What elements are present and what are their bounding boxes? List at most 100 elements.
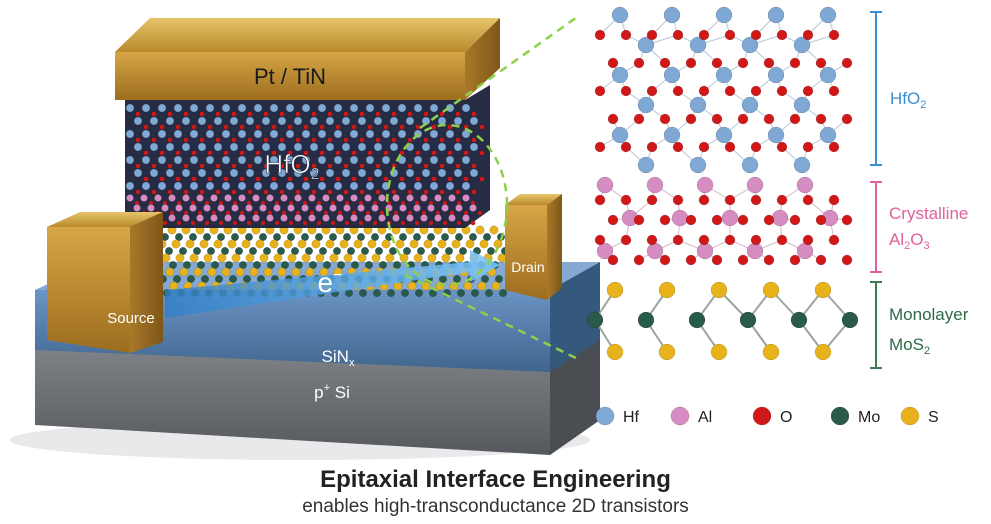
o-atom [391,189,397,195]
o-atom [295,111,301,117]
o-atom [423,111,429,117]
mo-atom [374,246,384,256]
o-atom [391,111,397,117]
hf-atom [285,155,295,165]
zoom-indicator [385,13,581,362]
hf-atom [237,181,247,191]
gate-label: Pt / TiN [254,64,326,89]
source-label: Source [107,310,155,327]
hf-atom [611,6,629,24]
o-atom [455,137,461,143]
s-atom [814,343,832,361]
o-atom [470,220,476,226]
o-atom [311,189,317,195]
o-atom [828,29,840,41]
mo-atom [234,246,244,256]
o-atom [685,57,697,69]
o-atom [207,124,213,130]
o-atom [135,137,141,143]
s-atom [491,281,501,291]
al-atom [231,204,239,212]
o-atom [400,220,406,226]
o-atom [471,163,477,169]
mo-atom [168,260,178,270]
o-atom [199,189,205,195]
al-atom [238,214,246,222]
o-atom [287,124,293,130]
o-atom [463,150,469,156]
o-atom [698,141,710,153]
o-atom [231,189,237,195]
mo-atom [230,232,240,242]
o-atom [327,137,333,143]
al-atom [350,194,358,202]
al-atom [259,204,267,212]
o-atom [375,137,381,143]
o-atom [828,85,840,97]
s-atom [259,253,269,263]
legend-label-o: O [780,409,792,426]
hf-atom [197,142,207,152]
hf-atom [221,181,231,191]
hf-atom [229,116,239,126]
hf-atom [277,142,287,152]
s-atom [235,267,245,277]
hf-atom [261,116,271,126]
hf-atom [341,168,351,178]
si-label: p+ Si [314,382,350,402]
o-atom [343,137,349,143]
o-atom [724,234,736,246]
hf-atom [245,116,255,126]
al-atom [455,204,463,212]
hf-atom [205,129,215,139]
o-atom [263,163,269,169]
o-atom [802,194,814,206]
mo-atom [400,288,410,298]
al-atom [224,194,232,202]
mo-atom [266,260,276,270]
o-atom [455,163,461,169]
o-atom [191,124,197,130]
mo-atom [342,232,352,242]
o-atom [620,194,632,206]
hf-atom [421,142,431,152]
mo-atom [356,232,366,242]
hf-atom [133,142,143,152]
s-atom [287,253,297,263]
s-atom [305,267,315,277]
hf-atom [149,142,159,152]
o-atom [247,163,253,169]
hf-atom [253,103,263,113]
al-atom [133,204,141,212]
o-atom [319,176,325,182]
o-atom [414,220,420,226]
hf-atom [221,103,231,113]
al-atom [203,204,211,212]
o-atom [183,189,189,195]
o-atom [151,111,157,117]
hf-atom [349,181,359,191]
al-atom [364,214,372,222]
o-atom [383,124,389,130]
hf-atom [373,142,383,152]
o-atom [841,57,853,69]
mo-atom [637,311,655,329]
o-atom [633,254,645,266]
o-atom [789,113,801,125]
o-atom [255,150,261,156]
o-atom [183,163,189,169]
al-atom [322,194,330,202]
s-atom [395,239,405,249]
hf-atom [213,142,223,152]
hf-atom [405,168,415,178]
s-atom [227,239,237,249]
mos2-bracket [870,281,882,369]
mo-atom [322,260,332,270]
hf-atom [301,155,311,165]
mo-atom [272,232,282,242]
o-atom [199,137,205,143]
hf-atom [445,129,455,139]
o-atom [802,141,814,153]
s-atom [277,267,287,277]
